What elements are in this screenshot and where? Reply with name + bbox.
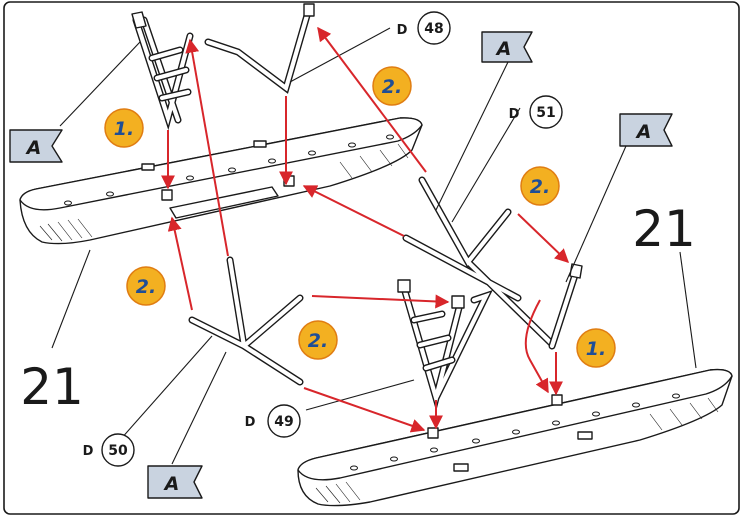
svg-text:2.: 2. <box>530 176 550 198</box>
step-badge: 2. <box>520 166 560 206</box>
step-badge: 2. <box>126 266 166 306</box>
reference-flag: A <box>147 465 203 499</box>
float-left-holes <box>64 134 394 206</box>
svg-text:50: 50 <box>108 443 128 459</box>
svg-text:1.: 1. <box>586 338 606 360</box>
step-badge: 2. <box>298 320 338 360</box>
svg-text:2.: 2. <box>136 276 156 298</box>
strut-d51 <box>402 176 583 350</box>
step-badge: 1. <box>104 108 144 148</box>
reference-flag: A <box>619 113 673 147</box>
reference-flag: A <box>481 31 533 63</box>
strut-d48 <box>131 3 315 131</box>
svg-text:D: D <box>397 23 408 38</box>
assembly-arrows <box>161 26 570 433</box>
svg-text:A: A <box>635 121 652 143</box>
float-right <box>297 368 733 507</box>
step-badge: 1. <box>576 328 616 368</box>
part-label-d49: D 49 <box>245 404 301 438</box>
svg-text:49: 49 <box>274 414 293 430</box>
step-badge: 2. <box>372 66 412 106</box>
part-label-d51: D 51 <box>509 95 563 129</box>
svg-text:2.: 2. <box>382 76 402 98</box>
svg-text:51: 51 <box>536 105 555 121</box>
leader-lines <box>51 27 697 465</box>
float-left <box>19 117 423 245</box>
part-number-21-left: 21 <box>20 358 84 416</box>
svg-text:2.: 2. <box>308 330 328 352</box>
svg-text:A: A <box>25 137 42 159</box>
reference-flag: A <box>9 129 63 163</box>
part-label-d50: D 50 <box>83 433 135 467</box>
svg-text:D: D <box>83 444 94 459</box>
svg-text:D: D <box>245 415 256 430</box>
part-number-21-right: 21 <box>632 200 696 258</box>
svg-text:48: 48 <box>424 21 443 37</box>
svg-text:A: A <box>163 473 180 495</box>
svg-text:D: D <box>509 107 520 122</box>
float-right-holes <box>350 393 680 471</box>
svg-text:1.: 1. <box>114 118 134 140</box>
frame-border <box>3 1 740 515</box>
strut-d50 <box>188 256 304 386</box>
strut-d49 <box>397 279 493 412</box>
svg-text:A: A <box>495 38 512 60</box>
part-label-d48: D 48 <box>397 11 451 45</box>
